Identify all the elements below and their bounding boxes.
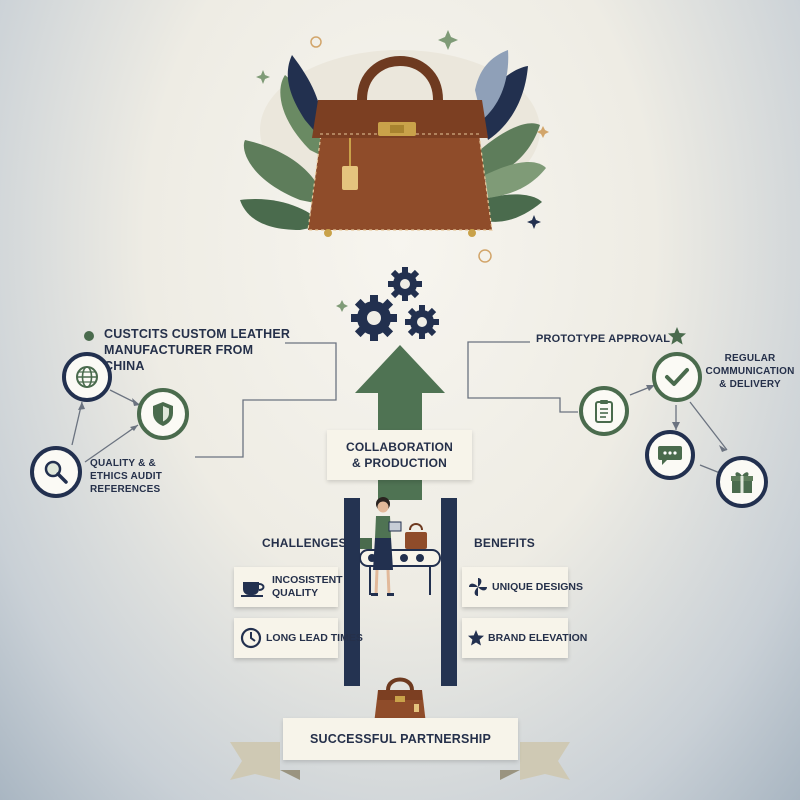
- left-title-bullet: [84, 331, 94, 341]
- right-pillar: [441, 498, 457, 686]
- benefit-item: UNIQUE DESIGNS: [462, 567, 583, 607]
- right-subtitle: REGULAR COMMUNICATION & DELIVERY: [705, 353, 795, 390]
- clipboard-icon: [595, 400, 613, 423]
- magnifier-icon: [44, 460, 68, 484]
- benefit-label: BRAND ELEVATION: [488, 631, 588, 644]
- left-pillar: [344, 498, 360, 686]
- shield-node: [137, 388, 189, 440]
- center-label-box: COLLABORATION & PRODUCTION: [327, 430, 472, 480]
- benefit-label: UNIQUE DESIGNS: [492, 580, 584, 593]
- banner-ribbon: [230, 742, 570, 780]
- worker-conveyor-illustration: [359, 497, 441, 596]
- left-subtitle: QUALITY & & ETHICS AUDIT REFERENCES: [90, 458, 163, 495]
- gears-icon: [336, 267, 439, 341]
- teacup-icon: [241, 582, 265, 597]
- globe-node: [62, 352, 112, 402]
- connector-search-shield: [84, 424, 139, 463]
- magnifier-node: [30, 446, 82, 498]
- challenge-label: INCOSISTENT QUALITY: [272, 574, 343, 599]
- benefit-item: BRAND ELEVATION: [462, 618, 587, 658]
- growth-arrow: [355, 345, 445, 500]
- star-icon: [468, 630, 484, 646]
- gift-node: [716, 456, 768, 508]
- small-handbag-icon: [374, 677, 426, 724]
- hero-handbag-illustration: [240, 30, 549, 263]
- globe-icon: [76, 366, 98, 388]
- center-label: COLLABORATION & PRODUCTION: [345, 440, 454, 470]
- challenge-item: INCOSISTENT QUALITY: [234, 567, 343, 607]
- pinwheel-icon: [469, 578, 487, 596]
- star-icon: [668, 327, 686, 345]
- checkmark-node: [652, 352, 702, 402]
- challenge-item: LONG LEAD TIMES: [234, 618, 363, 658]
- checkmark-icon: [665, 368, 689, 386]
- benefits-header: BENEFITS: [474, 536, 535, 550]
- left-title: CUSTCITS CUSTOM LEATHER MANUFACTURER FRO…: [104, 327, 291, 373]
- shield-icon: [153, 402, 173, 426]
- challenge-label: LONG LEAD TIMES: [266, 631, 363, 644]
- right-title: PROTOTYPE APPROVAL: [536, 333, 671, 345]
- chat-icon: [658, 446, 682, 465]
- clipboard-node: [579, 386, 629, 436]
- challenges-header: CHALLENGES: [262, 536, 347, 550]
- gift-icon: [731, 472, 753, 493]
- clock-icon: [240, 627, 262, 649]
- banner-box: SUCCESSFUL PARTNERSHIP: [283, 718, 518, 760]
- banner-label: SUCCESSFUL PARTNERSHIP: [309, 732, 492, 746]
- chat-node: [645, 430, 695, 480]
